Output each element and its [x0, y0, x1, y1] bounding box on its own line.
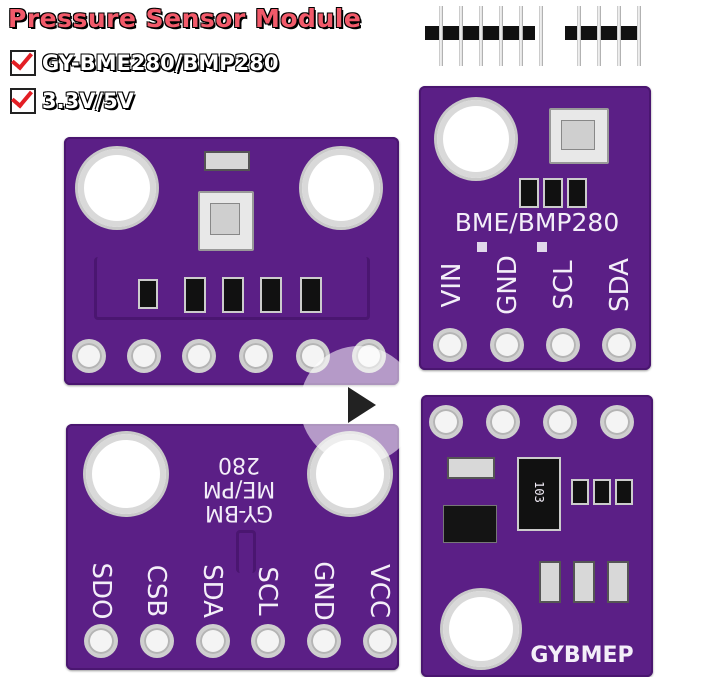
capacitor	[204, 151, 250, 171]
board-label: GY-BM ME/PM 280	[184, 452, 294, 525]
resistor	[519, 178, 539, 208]
resistor	[543, 178, 563, 208]
pin-pad	[76, 343, 102, 369]
pin-pad	[367, 628, 393, 654]
mounting-hole	[302, 149, 380, 227]
pin-label: SCL	[549, 260, 579, 310]
resistor	[222, 277, 244, 313]
sensor-board-back-4pin: 103 GYBMEP	[421, 395, 653, 677]
check-icon	[10, 50, 36, 76]
marker	[477, 242, 487, 252]
resistor	[567, 178, 587, 208]
sensor-board-front-4pin: BME/BMP280 VIN GND SCL SDA	[419, 86, 651, 370]
resistor	[138, 279, 158, 309]
mounting-hole	[78, 149, 156, 227]
resistor	[260, 277, 282, 313]
feature-row-2: 3.3V/5V	[10, 88, 134, 114]
pin-pad	[490, 409, 516, 435]
resistor	[593, 479, 611, 505]
pin-pad	[606, 332, 632, 358]
regulator-chip	[443, 505, 497, 543]
capacitor	[447, 457, 495, 479]
pin-pad	[494, 332, 520, 358]
sensor-board-back-6pin: GY-BM ME/PM 280 SDO CSB SDA SCL GND VCC	[66, 424, 399, 670]
pin-label: SDA	[197, 564, 227, 618]
page-title: Pressure Sensor Module	[8, 4, 362, 33]
pin-pad	[547, 409, 573, 435]
play-icon	[348, 387, 376, 423]
board-label: BME/BMP280	[454, 208, 620, 237]
header-pins-4	[565, 6, 641, 74]
pin-pad	[200, 628, 226, 654]
feature-label: 3.3V/5V	[42, 89, 134, 113]
pin-pad	[144, 628, 170, 654]
pin-pad	[550, 332, 576, 358]
check-icon	[10, 88, 36, 114]
pin-pad	[437, 332, 463, 358]
sensor-board-front-6pin	[64, 137, 399, 385]
pin-label: SDA	[605, 258, 635, 312]
capacitor	[607, 561, 629, 603]
pin-pad	[433, 409, 459, 435]
pin-pad	[131, 343, 157, 369]
mounting-hole	[437, 100, 515, 178]
pin-pad	[186, 343, 212, 369]
resistor	[184, 277, 206, 313]
pin-pad	[255, 628, 281, 654]
sensor-chip	[549, 108, 609, 164]
resistor-code: 103	[532, 481, 546, 503]
pin-label: VIN	[437, 262, 467, 308]
pin-pad	[604, 409, 630, 435]
resistor	[300, 277, 322, 313]
header-pins-6	[425, 6, 543, 74]
capacitor	[539, 561, 561, 603]
resistor	[571, 479, 589, 505]
board-label-line: ME/PM	[202, 476, 276, 501]
pin-pad	[311, 628, 337, 654]
sensor-chip	[198, 191, 254, 251]
play-button[interactable]	[300, 346, 418, 464]
mounting-hole	[86, 434, 166, 514]
pin-label: SDO	[86, 562, 116, 620]
feature-label: GY-BME280/BMP280	[42, 51, 279, 75]
feature-row-1: GY-BME280/BMP280	[10, 50, 279, 76]
mounting-hole	[443, 591, 519, 667]
pin-label: CSB	[141, 564, 171, 618]
board-label-line: GY-BM	[205, 500, 274, 525]
pin-label: VCC	[364, 563, 394, 619]
board-label-line: 280	[218, 452, 260, 477]
pin-label: GND	[493, 255, 523, 315]
resistor-network: 103	[517, 457, 561, 531]
trace	[94, 257, 370, 320]
board-label: GYBMEP	[530, 643, 634, 668]
pin-pad	[88, 628, 114, 654]
marker	[537, 242, 547, 252]
trace	[236, 530, 256, 573]
resistor	[615, 479, 633, 505]
capacitor	[573, 561, 595, 603]
pin-label: GND	[308, 561, 338, 621]
pin-pad	[243, 343, 269, 369]
pin-label: SCL	[252, 566, 282, 616]
